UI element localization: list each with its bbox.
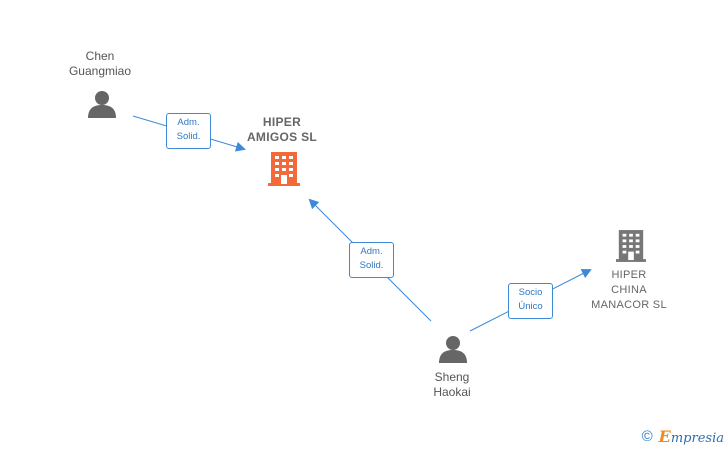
brand-initial: E (658, 427, 671, 446)
person-label-chen-guangmiao[interactable]: Chen Guangmiao (68, 49, 132, 78)
footer-watermark: © Empresia (642, 427, 724, 446)
edge-label-adm-solid[interactable]: Adm. Solid. (166, 113, 211, 149)
person-icon[interactable] (87, 89, 117, 119)
person-icon[interactable] (438, 334, 468, 364)
empresia-logo[interactable]: Empresia (659, 427, 724, 446)
person-label-sheng-haokai[interactable]: Sheng Haokai (433, 370, 471, 399)
edge-label-adm-solid[interactable]: Adm. Solid. (349, 242, 394, 278)
building-icon[interactable] (616, 229, 646, 263)
brand-rest: mpresia (670, 431, 724, 446)
edge-label-socio-unico[interactable]: Socio Único (508, 283, 553, 319)
copyright-icon: © (641, 428, 653, 445)
company-label-hiper-china-manacor[interactable]: HIPER CHINA MANACOR SL (591, 269, 667, 311)
company-label-hiper-amigos[interactable]: HIPER AMIGOS SL (246, 115, 318, 144)
building-icon[interactable] (268, 152, 300, 186)
